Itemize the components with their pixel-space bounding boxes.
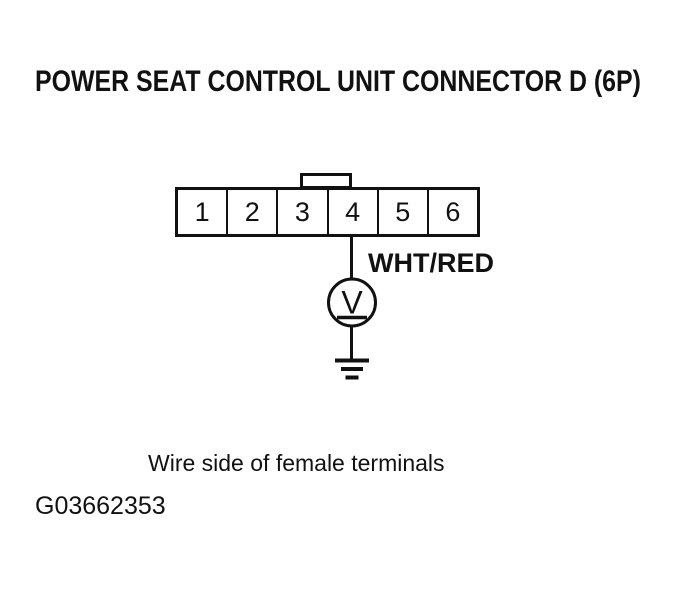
- figure-caption: Wire side of female terminals: [148, 450, 445, 476]
- voltmeter-symbol: V: [341, 285, 363, 321]
- ground-icon: [335, 358, 369, 380]
- connector-pin-5: 5: [376, 190, 427, 234]
- connector-pin-1: 1: [194, 196, 210, 227]
- figure-title: POWER SEAT CONTROL UNIT CONNECTOR D (6P): [35, 65, 641, 98]
- connector-pin-2: 2: [226, 190, 276, 234]
- connector-pin-4: 4: [326, 190, 377, 234]
- connector-pin-3: 3: [276, 190, 326, 234]
- voltmeter-icon: V: [327, 277, 377, 328]
- figure-id: G03662353: [35, 492, 166, 520]
- connector-diagram: 1 2 3 4 5 6: [175, 187, 480, 237]
- connector-pin-6: 6: [426, 190, 477, 234]
- wire-color-label: WHT/RED: [368, 248, 494, 278]
